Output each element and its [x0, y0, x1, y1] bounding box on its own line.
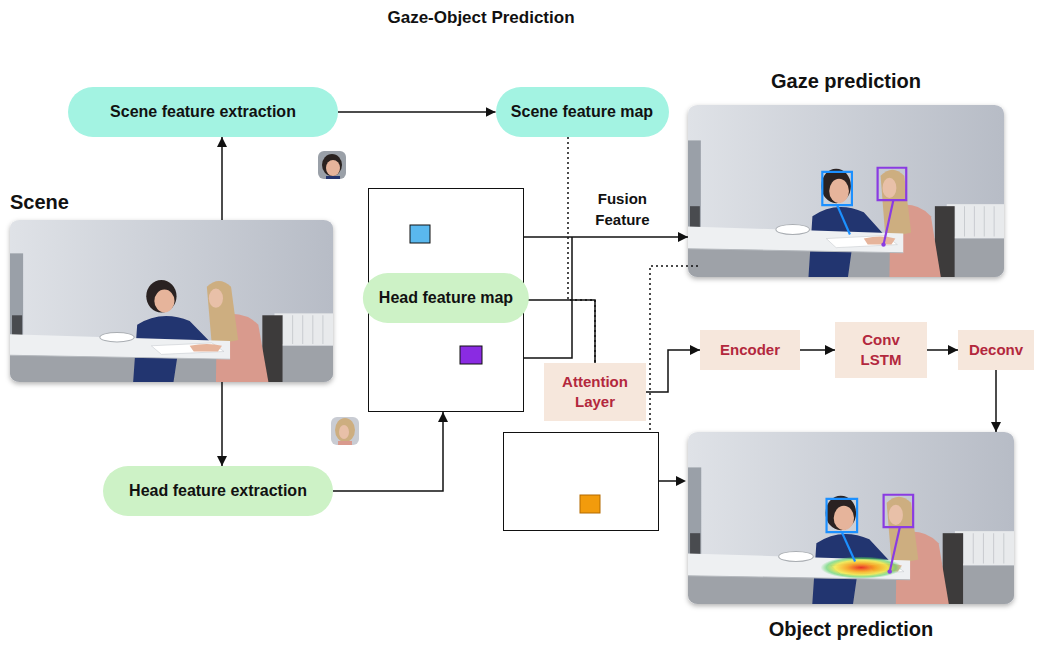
- panel-heading: Scene: [10, 191, 69, 214]
- diagram-title: Gaze-Object Prediction: [387, 8, 574, 28]
- arrow-connector: [800, 349, 835, 351]
- feature-pill: Scene feature map: [496, 87, 669, 137]
- node-label: Conv LSTM: [843, 330, 919, 371]
- panel-heading: Gaze prediction: [771, 70, 921, 93]
- node-label: Scene feature extraction: [110, 103, 296, 121]
- node-label: Head feature map: [363, 273, 529, 323]
- arrow-connector: [927, 349, 958, 351]
- arrow-connector: [221, 137, 223, 220]
- image-panel: Gaze prediction: [688, 105, 1004, 277]
- arrow-connector: [646, 350, 700, 392]
- node-label: Deconv: [969, 340, 1023, 360]
- arrow-connector: [524, 300, 595, 363]
- panel-heading: Object prediction: [769, 618, 933, 641]
- process-box: Encoder: [700, 330, 800, 370]
- arrow-connector: [524, 236, 688, 238]
- feature-pill: Scene feature extraction: [68, 87, 338, 137]
- arrow-connector: [333, 412, 443, 491]
- image-panel: Scene: [10, 220, 333, 382]
- process-box: Attention Layer: [544, 363, 646, 421]
- node-label: Encoder: [720, 340, 780, 360]
- feature-map: Head feature map: [368, 188, 524, 412]
- edge-label: Fusion Feature: [585, 188, 659, 232]
- node-label: Attention Layer: [552, 372, 638, 413]
- dotted-connector: [568, 137, 595, 363]
- image-panel: Object prediction: [688, 432, 1014, 604]
- arrow-connector: [338, 111, 496, 113]
- process-box: Conv LSTM: [835, 322, 927, 378]
- node-label: Scene feature map: [511, 103, 653, 121]
- arrow-connector: [995, 370, 997, 432]
- node-label: Head feature extraction: [129, 482, 307, 500]
- feature-pill: Head feature extraction: [103, 466, 333, 516]
- process-box: Deconv: [958, 330, 1034, 370]
- arrow-connector: [221, 382, 223, 466]
